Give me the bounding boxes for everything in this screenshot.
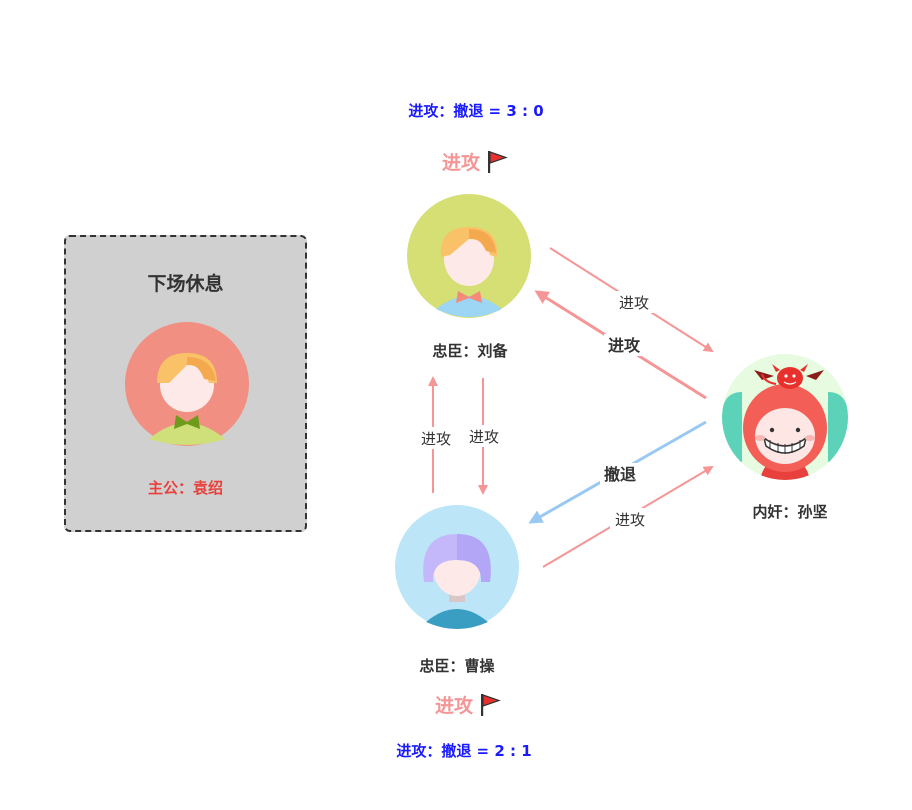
- caocao-avatar: [395, 505, 519, 629]
- red-flag-icon: [481, 693, 501, 716]
- caocao-status-label: 进攻: [434, 695, 474, 717]
- liubei-score: 进攻：撤退 = 3 : 0: [408, 102, 544, 120]
- liubei-name: 忠臣：刘备: [432, 342, 508, 360]
- bench-panel: 下场休息 主公：袁绍: [64, 235, 307, 532]
- edge-label-sunjian-to-caocao: 撤退: [604, 465, 636, 484]
- sunjian-avatar: [722, 354, 848, 480]
- edge-label-caocao-to-sunjian: 进攻: [615, 511, 645, 529]
- caocao-name: 忠臣：曹操: [419, 657, 495, 675]
- edge-label-sunjian-to-liubei: 进攻: [608, 336, 641, 355]
- liubei-status: 进攻: [442, 148, 508, 175]
- liubei-avatar: [407, 194, 531, 318]
- caocao-status: 进攻: [435, 691, 501, 718]
- sunjian-name: 内奸：孙坚: [752, 503, 828, 521]
- edge-label-liubei-to-caocao: 进攻: [469, 428, 499, 446]
- bench-lord-name: 主公：袁绍: [147, 479, 223, 497]
- caocao-score: 进攻：撤退 = 2 : 1: [396, 742, 532, 760]
- edge-label-caocao-to-liubei: 进攻: [421, 430, 451, 448]
- red-flag-icon: [488, 150, 508, 173]
- liubei-status-label: 进攻: [441, 152, 481, 174]
- edge-label-liubei-to-sunjian: 进攻: [619, 294, 649, 312]
- yuanshao-avatar: [125, 322, 249, 446]
- bench-title: 下场休息: [147, 273, 224, 295]
